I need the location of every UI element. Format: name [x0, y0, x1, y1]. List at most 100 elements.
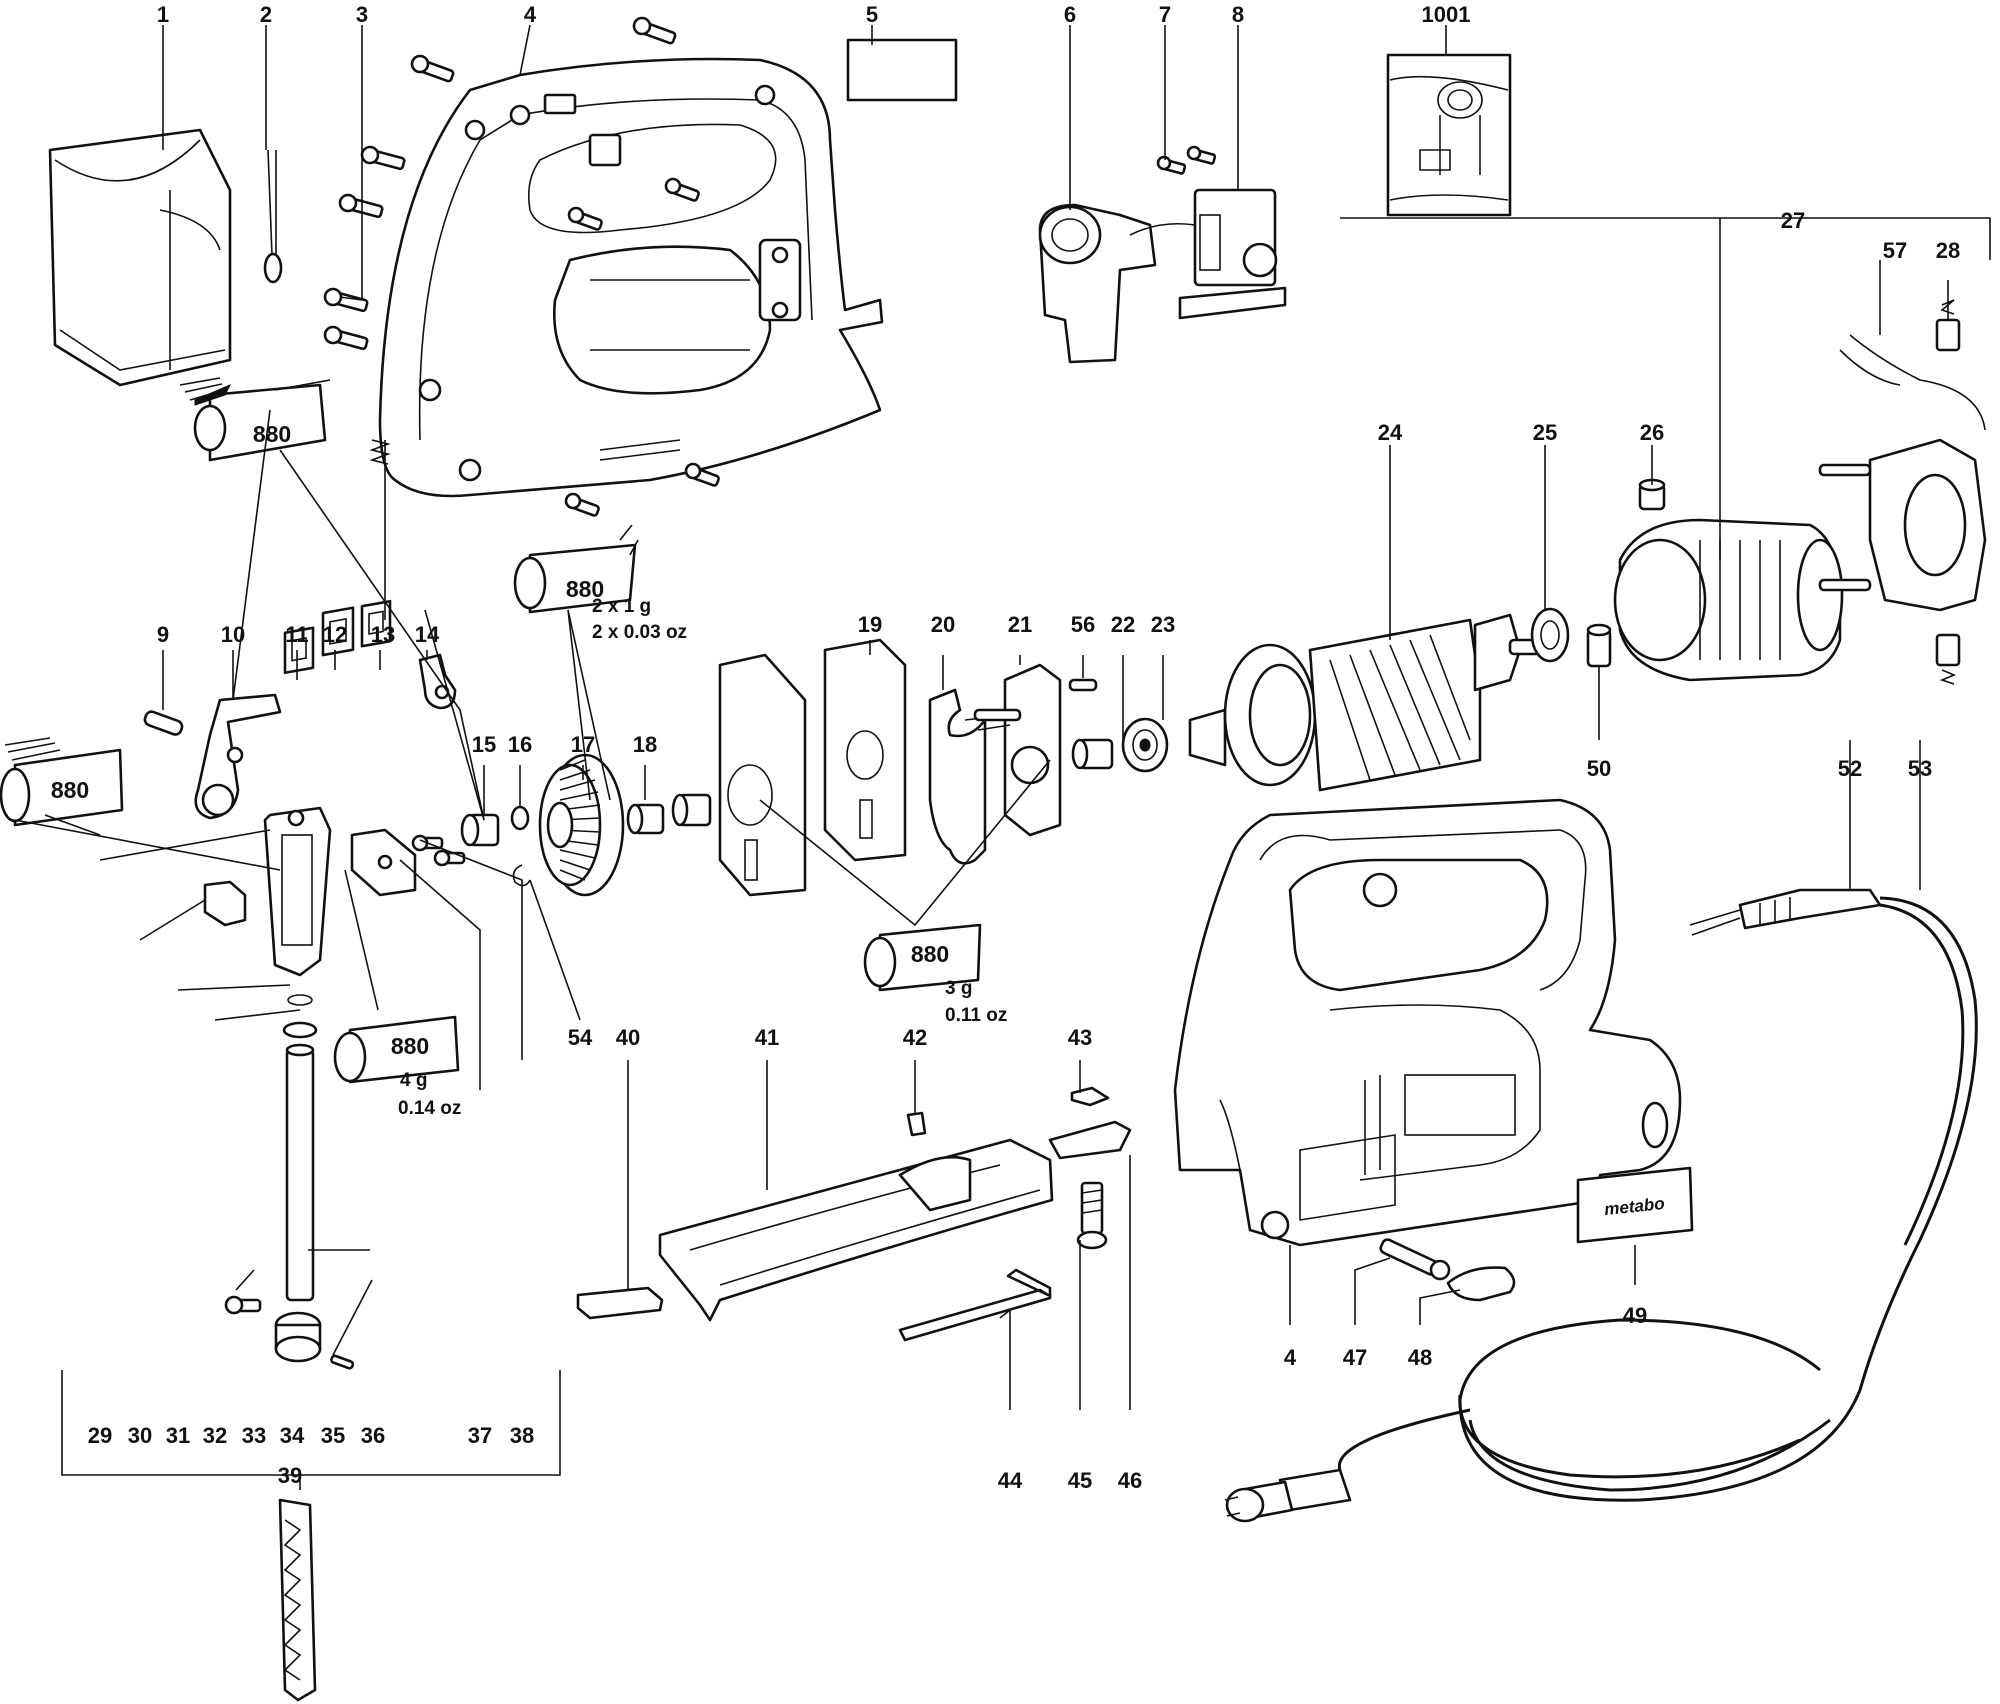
- leader-lines: [14, 24, 1991, 1490]
- part-42-clip: [906, 1111, 927, 1137]
- part-number-label: 1: [157, 2, 169, 27]
- part-number-label: 54: [568, 1025, 593, 1050]
- part-1001-inset: [1386, 53, 1512, 217]
- part-number-label: 26: [1640, 420, 1664, 445]
- part-number-label: 43: [1068, 1025, 1092, 1050]
- part-27-stator: [1613, 518, 1844, 682]
- part-31-o-ring: [287, 994, 313, 1006]
- part-number-label: 19: [858, 612, 882, 637]
- part-44-hex-key: [898, 1268, 1052, 1342]
- part-number-label: 37: [468, 1423, 492, 1448]
- part-number-label: 22: [1111, 612, 1135, 637]
- power-cord-icon: [1224, 888, 1978, 1523]
- part-number-label: 12: [323, 622, 347, 647]
- part-2-pin: [263, 149, 283, 284]
- part-22-sleeve: [1071, 738, 1114, 770]
- part-number-label: 41: [755, 1025, 779, 1050]
- part-number-label: 1001: [1422, 2, 1471, 27]
- part-13-plate: [360, 599, 392, 648]
- part-number-label: 39: [278, 1463, 302, 1488]
- brand-plate: metabo: [1576, 1166, 1694, 1244]
- grease-quantity: 2 x 1 g: [592, 596, 651, 617]
- part-number-label: 16: [508, 732, 532, 757]
- part-15-bushing: [460, 813, 500, 847]
- part-33-screw: [224, 1295, 262, 1315]
- part-number-label: 46: [1118, 1468, 1142, 1493]
- part-35-pin: [330, 1354, 355, 1370]
- part-number-label: 9: [157, 622, 169, 647]
- part-34-collar: [274, 1311, 322, 1363]
- jigsaw-housing-icon: [1173, 798, 1682, 1247]
- grease-tube-label: 880: [253, 421, 291, 447]
- grease-quantity: 3 g: [945, 978, 972, 999]
- part-number-label: 21: [1008, 612, 1032, 637]
- part-11-plate: [283, 626, 315, 675]
- part-number-label: 3: [356, 2, 368, 27]
- part-number-label: 52: [1838, 756, 1862, 781]
- grease-tube-label: 880: [391, 1033, 429, 1059]
- part-number-label: 23: [1151, 612, 1175, 637]
- part-1-guard: [48, 128, 232, 387]
- part-number-label: 33: [242, 1423, 266, 1448]
- part-drive-plate: [718, 653, 807, 897]
- part-50-sleeve: [1586, 623, 1612, 668]
- grease-tube-icon: [0, 737, 124, 827]
- part-6-switch-body: [1038, 203, 1196, 364]
- part-30-clamp: [203, 880, 247, 927]
- part-number-label: 4: [1284, 1345, 1297, 1370]
- grease-tube-icon: [863, 923, 982, 992]
- part-number-label: 42: [903, 1025, 927, 1050]
- part-number-label: 6: [1064, 2, 1076, 27]
- armature-icon: [1188, 613, 1542, 792]
- part-16-washer: [510, 805, 530, 831]
- part-48-knob: [1446, 1266, 1516, 1302]
- part-9-pin: [143, 710, 184, 736]
- part-number-label: 29: [88, 1423, 112, 1448]
- part-47-pin: [1379, 1238, 1451, 1281]
- part-number-label: 57: [1883, 238, 1907, 263]
- part-18-spacers: [626, 793, 712, 835]
- part-29-guide-frame: [263, 806, 332, 977]
- part-number-label: 32: [203, 1423, 227, 1448]
- grease-tube-label: 880: [51, 777, 89, 803]
- grease-quantity: 4 g: [400, 1070, 427, 1091]
- part-number-label: 40: [616, 1025, 640, 1050]
- part-number-label: 34: [280, 1423, 305, 1448]
- part-number-label: 45: [1068, 1468, 1092, 1493]
- part-number-label: 38: [510, 1423, 534, 1448]
- part-number-label: 25: [1533, 420, 1557, 445]
- part-12-plate: [321, 606, 355, 657]
- part-8-switch: [1178, 188, 1287, 320]
- part-32-washer: [282, 1021, 318, 1039]
- part-number-label: 17: [571, 732, 595, 757]
- grease-quantity-imperial: 0.11 oz: [945, 1005, 1007, 1026]
- part-number-label: 5: [866, 2, 878, 27]
- part-number-label: 35: [321, 1423, 345, 1448]
- part-number-label: 36: [361, 1423, 385, 1448]
- part-number-label: 20: [931, 612, 955, 637]
- part-5-label: [846, 38, 958, 102]
- part-57-brush-holder: [1818, 334, 1987, 612]
- part-number-label: 10: [221, 622, 245, 647]
- part-number-label: 15: [472, 732, 496, 757]
- part-25-bearing: [1530, 607, 1570, 663]
- part-54-circlip: [512, 864, 531, 887]
- part-19-guide-plate: [823, 638, 907, 862]
- part-10-roller-bracket: [194, 693, 282, 820]
- part-number-label: 18: [633, 732, 657, 757]
- part-number-label: 48: [1408, 1345, 1432, 1370]
- part-37-bracket: [350, 828, 417, 897]
- part-number-label: 14: [415, 622, 440, 647]
- grease-quantity-imperial: 0.14 oz: [398, 1098, 461, 1119]
- saw-blade-icon: [278, 1498, 317, 1702]
- part-number-label: 31: [166, 1423, 190, 1448]
- grease-tube-label: 880: [911, 941, 949, 967]
- part-number-label: 11: [285, 622, 308, 647]
- part-number-label: 24: [1378, 420, 1403, 445]
- part-23-bearing: [1121, 717, 1169, 773]
- part-20-cam-plate: [928, 688, 987, 865]
- part-4-housing-half: [378, 57, 884, 498]
- part-number-label: 47: [1343, 1345, 1367, 1370]
- part-45-bolt: [1076, 1181, 1108, 1250]
- grease-tube-icon: [333, 1015, 460, 1084]
